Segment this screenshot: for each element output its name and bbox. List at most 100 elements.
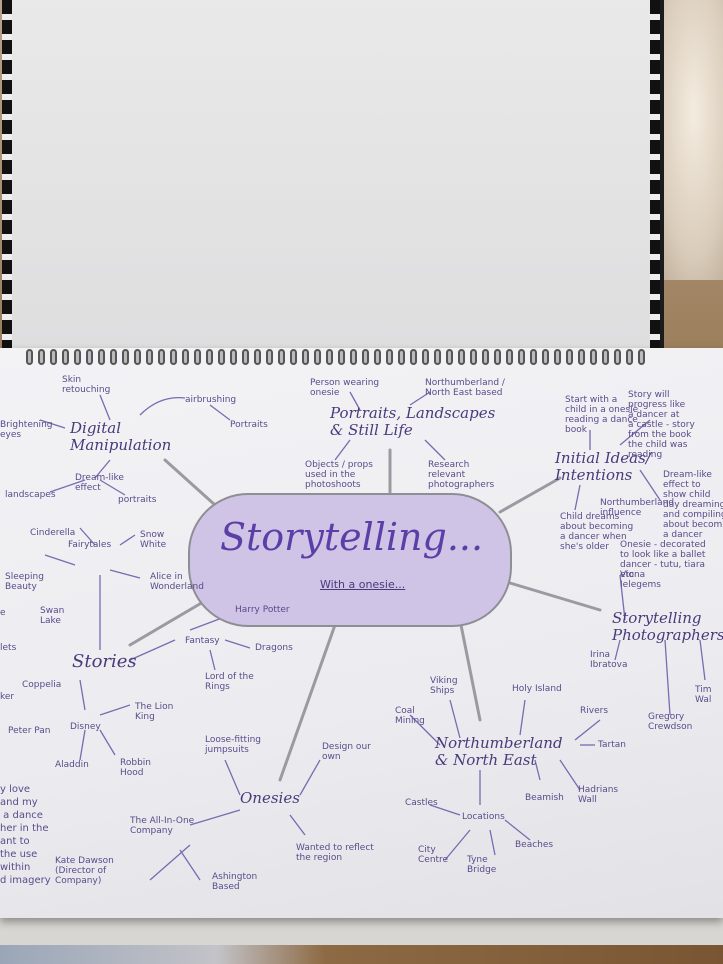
branch-onesies-title: Onesies bbox=[240, 789, 300, 807]
leaf-tim: Tim Wal bbox=[695, 685, 712, 705]
spiral-ring bbox=[494, 349, 501, 365]
leaf-story-progress: Story will progress like a dancer at a c… bbox=[628, 390, 695, 460]
spiral-ring bbox=[50, 349, 57, 365]
branch-portraits-title: Portraits, Landscapes & Still Life bbox=[330, 404, 496, 439]
spiral-ring bbox=[278, 349, 285, 365]
spiral-ring bbox=[302, 349, 309, 365]
spiral-ring bbox=[86, 349, 93, 365]
spiral-ring bbox=[314, 349, 321, 365]
leaf-fantasy: Fantasy bbox=[185, 636, 220, 646]
leaf-sleeping-beauty: Sleeping Beauty bbox=[5, 572, 44, 592]
spiral-ring bbox=[242, 349, 249, 365]
mind-map-page bbox=[0, 348, 723, 918]
spiral-ring bbox=[230, 349, 237, 365]
leaf-portraits: Portraits bbox=[230, 420, 268, 430]
leaf-peter-pan: Peter Pan bbox=[8, 726, 51, 736]
leaf-loose-fitting: Loose-fitting jumpsuits bbox=[205, 735, 261, 755]
spiral-ring bbox=[602, 349, 609, 365]
spiral-ring bbox=[554, 349, 561, 365]
leaf-landscapes: landscapes bbox=[5, 490, 56, 500]
leaf-dragons: Dragons bbox=[255, 643, 293, 653]
leaf-kate-dawson: Kate Dawson (Director of Company) bbox=[55, 856, 114, 886]
leaf-beamish: Beamish bbox=[525, 793, 564, 803]
leaf-onesie-decorated: Onesie - decorated to look like a ballet… bbox=[620, 540, 706, 580]
leaf-research: Research relevant photographers bbox=[428, 460, 495, 490]
branch-stories-title: Stories bbox=[72, 651, 137, 672]
leaf-start-child: Start with a child in a onesie reading a… bbox=[565, 395, 639, 435]
leaf-tyne-bridge: Tyne Bridge bbox=[467, 855, 497, 875]
leaf-ashington: Ashington Based bbox=[212, 872, 258, 892]
spiral-ring bbox=[398, 349, 405, 365]
spiral-ring bbox=[518, 349, 525, 365]
leaf-hadrians-wall: Hadrians Wall bbox=[578, 785, 619, 805]
leaf-person-onesie: Person wearing onesie bbox=[310, 378, 380, 398]
leaf-design-own: Design our own bbox=[322, 742, 371, 762]
leaf-child-dreams: Child dreams about becoming a dancer whe… bbox=[560, 512, 634, 552]
spiral-ring bbox=[626, 349, 633, 365]
spiral-ring bbox=[566, 349, 573, 365]
spiral-ring bbox=[158, 349, 165, 365]
leaf-coal-mining: Coal Mining bbox=[395, 706, 425, 726]
spiral-ring bbox=[290, 349, 297, 365]
spiral-ring bbox=[374, 349, 381, 365]
leaf-all-in-one: The All-In-One Company bbox=[130, 816, 195, 836]
spiral-ring bbox=[74, 349, 81, 365]
spiral-ring bbox=[194, 349, 201, 365]
leaf-harry-potter: Harry Potter bbox=[235, 605, 290, 615]
spiral-ring bbox=[590, 349, 597, 365]
leaf-coppelia: Coppelia bbox=[22, 680, 62, 690]
spiral-ring bbox=[470, 349, 477, 365]
spiral-ring bbox=[218, 349, 225, 365]
spiral-ring bbox=[146, 349, 153, 365]
spiral-ring bbox=[338, 349, 345, 365]
leaf-northumberland-based: Northumberland / North East based bbox=[425, 378, 505, 398]
spiral-ring bbox=[638, 349, 645, 365]
center-title: Storytelling... bbox=[220, 515, 484, 559]
spiral-ring bbox=[98, 349, 105, 365]
sketchbook-blank-page bbox=[12, 0, 652, 350]
spiral-ring bbox=[434, 349, 441, 365]
spiral-ring bbox=[110, 349, 117, 365]
spiral-ring bbox=[326, 349, 333, 365]
leaf-dreamlike: Dream-like effect bbox=[75, 473, 124, 493]
leaf-beaches: Beaches bbox=[515, 840, 554, 850]
branch-digital-title: Digital Manipulation bbox=[70, 419, 172, 454]
spiral-ring bbox=[38, 349, 45, 365]
spiral-ring bbox=[482, 349, 489, 365]
leaf-brightening-eyes: Brightening eyes bbox=[0, 420, 53, 440]
center-subtitle: With a onesie... bbox=[320, 578, 406, 591]
spiral-ring bbox=[134, 349, 141, 365]
leaf-cut-e: e bbox=[0, 608, 6, 618]
spiral-ring bbox=[266, 349, 273, 365]
leaf-tartan: Tartan bbox=[598, 740, 626, 750]
spiral-ring bbox=[170, 349, 177, 365]
cut-off-note: y love and my a dance her in the ant to … bbox=[0, 784, 51, 886]
spiral-ring bbox=[506, 349, 513, 365]
leaf-portraits-2: portraits bbox=[118, 495, 157, 505]
leaf-viona: Viona Ielegems bbox=[620, 570, 661, 590]
spiral-ring bbox=[614, 349, 621, 365]
spiral-ring bbox=[422, 349, 429, 365]
leaf-disney: Disney bbox=[70, 722, 101, 732]
leaf-castles: Castles bbox=[405, 798, 438, 808]
leaf-rivers: Rivers bbox=[580, 706, 609, 716]
leaf-airbrushing: airbrushing bbox=[185, 395, 237, 405]
spiral-ring bbox=[254, 349, 261, 365]
leaf-reflect-region: Wanted to reflect the region bbox=[296, 843, 374, 863]
spiral-ring bbox=[362, 349, 369, 365]
leaf-lotr: Lord of the Rings bbox=[205, 672, 254, 692]
leaf-robbin-hood: Robbin Hood bbox=[120, 758, 151, 778]
leaf-swan-lake: Swan Lake bbox=[40, 606, 65, 626]
leaf-fairytales: Fairytales bbox=[68, 540, 112, 550]
leaf-irina: Irina Ibratova bbox=[590, 650, 628, 670]
spiral-ring bbox=[26, 349, 33, 365]
leaf-cut-lets: lets bbox=[0, 643, 17, 653]
leaf-cut-ker: ker bbox=[0, 692, 15, 702]
branch-north-title: Northumberland & North East bbox=[435, 734, 563, 769]
spiral-ring bbox=[458, 349, 465, 365]
leaf-locations: Locations bbox=[462, 812, 505, 822]
leaf-snow-white: Snow White bbox=[140, 530, 167, 550]
central-cloud bbox=[188, 493, 512, 627]
spiral-ring bbox=[578, 349, 585, 365]
leaf-northumberland-influence: Northumberland influence bbox=[600, 498, 675, 518]
